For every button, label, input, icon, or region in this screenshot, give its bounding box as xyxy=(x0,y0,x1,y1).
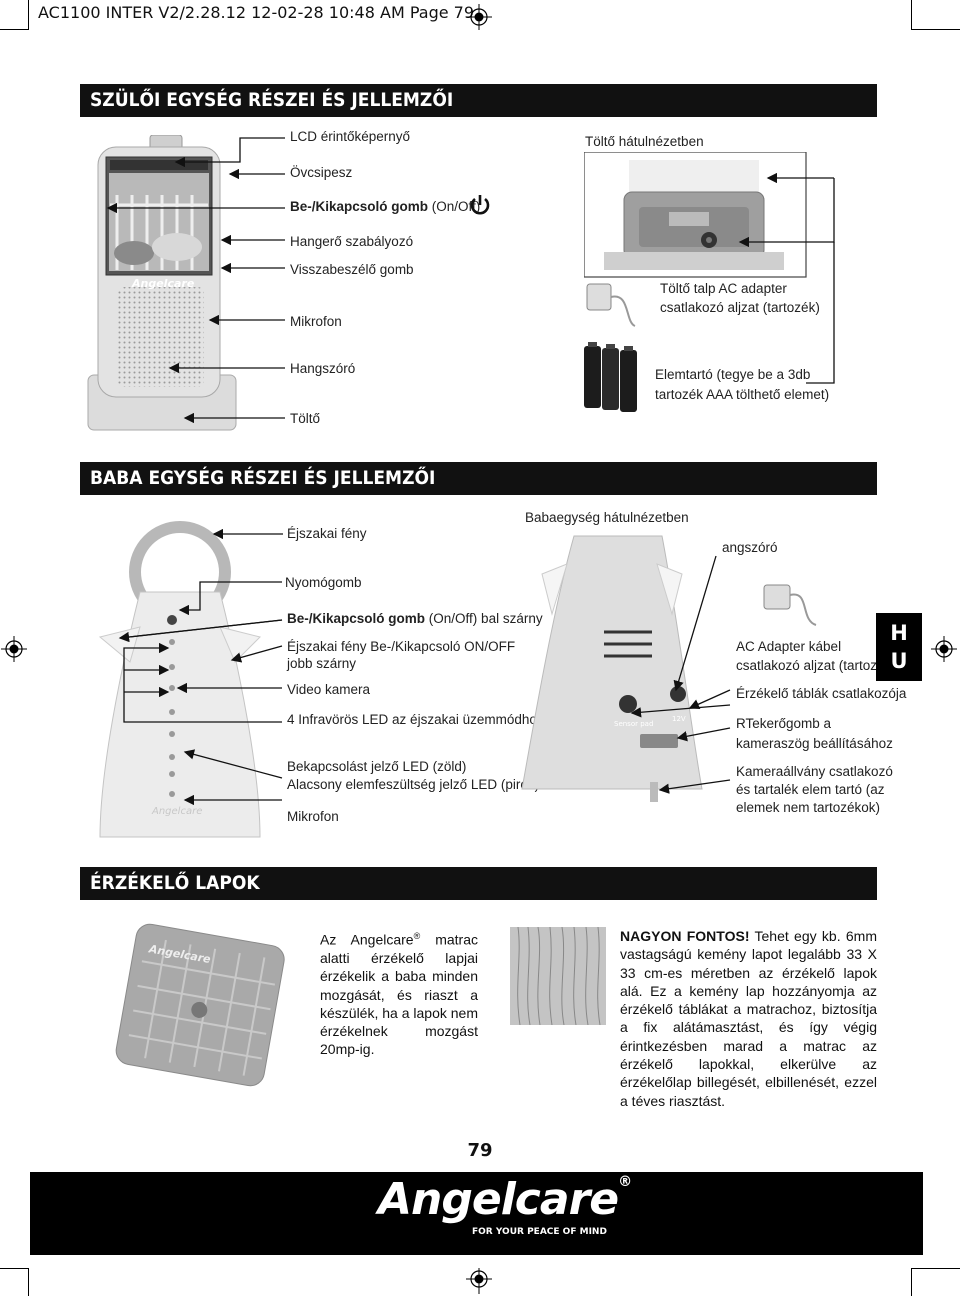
battery-line2: tartozék AAA tölthető elemet) xyxy=(655,387,830,402)
device-brand: Angelcare xyxy=(131,277,195,290)
label-speaker: Hangszóró xyxy=(290,361,356,376)
leader-lines-parent xyxy=(106,137,285,424)
label-led-red: Alacsony elemfeszültség jelző LED (piros… xyxy=(287,777,540,792)
sensor-pad-mark: Sensor pad xyxy=(614,720,653,728)
footer-logo: Angelcare® xyxy=(378,1174,632,1225)
leader-lines-charger xyxy=(738,172,835,384)
registration-mark-icon xyxy=(1,636,27,662)
crop-mark xyxy=(911,1268,912,1296)
ac-cable-icon xyxy=(763,584,817,626)
crop-mark xyxy=(912,1268,960,1269)
label-night-switch-line1: Éjszakai fény Be-/Kikapcsoló ON/OFF xyxy=(287,639,516,654)
label-knob-line2: kameraszög beállításához xyxy=(736,736,893,751)
voltage-mark: 12V xyxy=(672,715,686,723)
crop-mark xyxy=(0,1268,28,1269)
print-header: AC1100 INTER V2/2.28.12 12-02-28 10:48 A… xyxy=(38,3,475,22)
crop-mark xyxy=(28,1268,29,1296)
crop-mark xyxy=(0,29,28,30)
label-talkback: Visszabeszélő gomb xyxy=(290,262,414,277)
battery-line1: Elemtartó (tegye be a 3db xyxy=(655,367,811,382)
footer-bar: Angelcare® FOR YOUR PEACE OF MIND xyxy=(30,1172,923,1255)
crop-mark xyxy=(28,0,29,30)
section-title-baby-unit: BABA EGYSÉG RÉSZEI ÉS JELLEMZŐI xyxy=(80,462,877,495)
baby-unit-illustration: Angelcare xyxy=(98,521,261,838)
page-number: 79 xyxy=(467,1140,493,1161)
section-title-parent-unit: SZÜLŐI EGYSÉG RÉSZEI ÉS JELLEMZŐI xyxy=(80,84,877,117)
label-led-green: Bekapcsolást jelző LED (zöld) xyxy=(287,759,467,774)
registration-mark-icon xyxy=(466,4,492,30)
label-rear-speaker: angszóró xyxy=(722,540,778,555)
label-button: Nyomógomb xyxy=(285,575,362,590)
label-night-switch-line2: jobb szárny xyxy=(287,656,357,671)
power-icon xyxy=(470,195,490,215)
leader-lines-baby xyxy=(118,528,283,806)
label-stand-line2: és tartalék elem tartó (az xyxy=(736,782,885,797)
label-volume: Hangerő szabályozó xyxy=(290,234,414,249)
footer-tagline: FOR YOUR PEACE OF MIND xyxy=(472,1227,607,1237)
wood-board-illustration xyxy=(510,927,606,1025)
label-knob-line1: RTekerőgomb a xyxy=(736,716,832,731)
label-baby-power: Be-/Kikapcsoló gomb (On/Off) bal szárny xyxy=(287,611,543,626)
label-stand-line1: Kameraállvány csatlakozó xyxy=(736,764,893,779)
baby-unit-rear-illustration: Sensor pad 12V xyxy=(521,535,703,802)
label-ir-leds: 4 Infravörös LED az éjszakai üzemmódhoz xyxy=(287,712,544,727)
tab-letter-u: U xyxy=(890,649,908,673)
baby-rear-title: Babaegység hátulnézetben xyxy=(525,510,689,525)
registration-mark-icon xyxy=(466,1268,492,1294)
charger-socket-line1: Töltő talp AC adapter xyxy=(660,281,787,296)
tab-letter-h: H xyxy=(890,621,908,645)
ac-adapter-icon xyxy=(586,283,636,327)
label-ac-cable-line1: AC Adapter kábel xyxy=(736,639,842,654)
label-baby-mic: Mikrofon xyxy=(287,809,339,824)
batteries-icon xyxy=(584,342,637,412)
label-night-light: Éjszakai fény xyxy=(287,526,367,541)
label-power: Be-/Kikapcsoló gomb (On/Off) xyxy=(290,199,481,214)
leader-lines-baby-rear xyxy=(630,555,731,794)
sensor-pad-illustration: Angelcare xyxy=(115,923,285,1087)
label-charger: Töltő xyxy=(290,411,321,426)
label-clip: Övcsipesz xyxy=(290,165,353,180)
crop-mark xyxy=(911,0,912,30)
label-lcd: LCD érintőképernyő xyxy=(290,129,411,144)
crop-mark xyxy=(912,29,960,30)
label-sensor-connector: Érzékelő táblák csatlakozója xyxy=(736,686,907,701)
registration-mark-icon xyxy=(931,636,957,662)
section-title-sensor-pads: ÉRZÉKELŐ LAPOK xyxy=(80,867,877,900)
label-stand-line3: elemek nem tartozékok) xyxy=(736,800,881,815)
important-note: NAGYON FONTOS! Tehet egy kb. 6mm vastags… xyxy=(620,928,877,1109)
language-tab: H U xyxy=(876,613,922,681)
charger-socket-line2: csatlakozó aljzat (tartozék) xyxy=(660,300,820,315)
label-camera: Video kamera xyxy=(287,682,371,697)
sensor-intro-text: Az Angelcare® matrac alatti érzékelő lap… xyxy=(320,931,478,1058)
baby-device-brand: Angelcare xyxy=(151,806,202,817)
label-ac-cable-line2: csatlakozó aljzat (tartozék) xyxy=(736,658,896,673)
charger-rear-title: Töltő hátulnézetben xyxy=(585,134,704,149)
label-mic: Mikrofon xyxy=(290,314,342,329)
parent-unit-illustration: Angelcare xyxy=(87,135,237,431)
